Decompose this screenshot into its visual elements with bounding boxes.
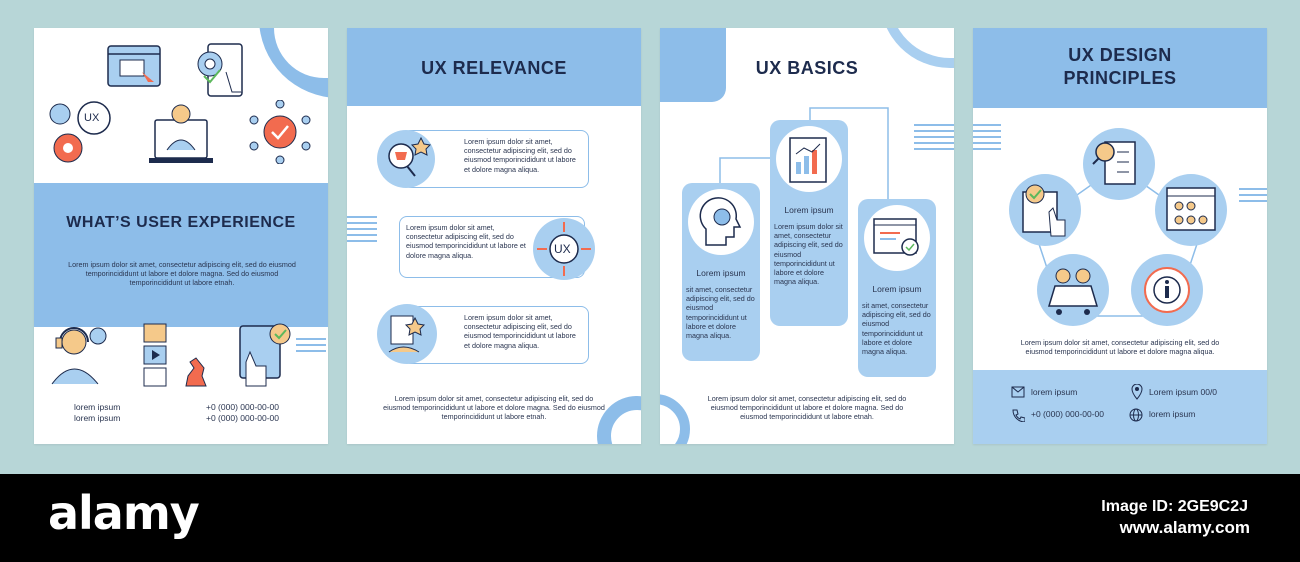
page-whats-user-experience: UX WHAT’S USER EXPERIENCE Lorem ipsum do… (34, 28, 328, 444)
support-agent-icon (48, 324, 110, 386)
contact-phone: +0 (000) 000-00-00 (1031, 409, 1105, 419)
window-search-icon (864, 205, 930, 271)
alamy-logo: alamy (48, 486, 200, 540)
decor-stripes (347, 216, 377, 246)
info-target-icon (1131, 254, 1203, 326)
phone-icon (1011, 408, 1025, 422)
decor-stripes (296, 338, 326, 356)
page-ux-relevance: UX RELEVANCE Lorem ipsum dolor sit amet,… (347, 28, 641, 444)
users-cart-icon (1037, 254, 1109, 326)
basics-column-3: Lorem ipsum sit amet, consectetur adipis… (858, 199, 936, 377)
image-url: www.alamy.com (1119, 518, 1250, 537)
rating-hand-icon (377, 304, 437, 364)
contact-location: Lorem ipsum 00/0 (1149, 387, 1218, 397)
relevance-text-3: Lorem ipsum dolor sit amet, consectetur … (464, 313, 576, 350)
image-id: Image ID: 2GE9C2J (1101, 498, 1248, 515)
ux-gear-label: UX (84, 112, 100, 124)
column-2-text: Lorem ipsum dolor sit amet, consectetur … (774, 222, 843, 287)
watermark-bar (0, 474, 1300, 562)
approve-touch-icon (1009, 174, 1081, 246)
column-1-heading: Lorem ipsum (696, 268, 746, 278)
basics-column-2: Lorem ipsum Lorem ipsum dolor sit amet, … (770, 120, 848, 326)
page-ux-basics: UX BASICS Lorem ipsum sit amet, consecte… (660, 28, 954, 444)
intro-text: Lorem ipsum dolor sit amet, consectetur … (68, 260, 296, 288)
basics-column-1: Lorem ipsum sit amet, consectetur adipis… (682, 183, 760, 361)
browser-cart-icon (106, 44, 162, 88)
footer-text: Lorem ipsum dolor sit amet, consectetur … (383, 394, 605, 422)
contact-left-1: lorem ipsum (74, 402, 121, 412)
user-laptop-icon (149, 98, 213, 164)
report-chart-icon (776, 126, 842, 192)
column-1-text: sit amet, consectetur adipiscing elit, s… (686, 285, 755, 341)
decor-stripes-right (1239, 188, 1267, 206)
cart-star-icon (377, 130, 435, 188)
decor-stripes (973, 124, 1001, 154)
settings-tablet-icon (192, 42, 248, 100)
corner-circle (660, 394, 690, 444)
contact-left-2: lorem ipsum (74, 413, 121, 423)
decor-stripes (914, 124, 954, 154)
page-title-line-1: UX DESIGN (1068, 45, 1172, 65)
column-2-heading: Lorem ipsum (784, 205, 834, 215)
network-check-icon (248, 100, 312, 164)
footer-text: Lorem ipsum dolor sit amet, consectetur … (707, 394, 907, 422)
ux-arrows-icon: UX (533, 218, 595, 280)
relevance-box-3: Lorem ipsum dolor sit amet, consectetur … (403, 306, 589, 364)
page-ux-design-principles: UX DESIGN PRINCIPLES Lorem ipsum dolor s… (973, 28, 1267, 444)
contact-web: lorem ipsum (1149, 409, 1196, 419)
title-band (347, 28, 641, 106)
touch-approve-icon (232, 322, 296, 388)
principles-text: Lorem ipsum dolor sit amet, consectetur … (1020, 338, 1220, 357)
envelope-icon (1011, 386, 1025, 398)
contact-band: lorem ipsum Lorem ipsum 00/0 +0 (000) 00… (973, 370, 1267, 444)
contact-right-2: +0 (000) 000-00-00 (206, 413, 280, 423)
gears-ux-icon: UX (46, 98, 116, 168)
title-band (34, 183, 328, 327)
globe-icon (1129, 408, 1143, 422)
page-title-line-2: PRINCIPLES (1063, 68, 1177, 88)
rating-window-icon (1155, 174, 1227, 246)
column-3-heading: Lorem ipsum (872, 284, 922, 294)
page-title: UX RELEVANCE (421, 58, 567, 78)
media-icons (142, 322, 210, 388)
contact-right-1: +0 (000) 000-00-00 (206, 402, 280, 412)
location-pin-icon (1131, 384, 1143, 400)
relevance-text-2: Lorem ipsum dolor sit amet, consectetur … (406, 223, 526, 260)
ux-badge: UX (554, 242, 571, 256)
contact-email: lorem ipsum (1031, 387, 1078, 397)
head-gear-icon (688, 189, 754, 255)
checklist-search-icon (1083, 128, 1155, 200)
relevance-text-1: Lorem ipsum dolor sit amet, consectetur … (464, 137, 576, 174)
corner-tab (660, 28, 726, 102)
title-band (973, 28, 1267, 108)
page-title: UX BASICS (755, 58, 859, 78)
column-3-text: sit amet, consectetur adipiscing elit, s… (862, 301, 931, 357)
page-title: WHAT’S USER EXPERIENCE (66, 214, 296, 231)
